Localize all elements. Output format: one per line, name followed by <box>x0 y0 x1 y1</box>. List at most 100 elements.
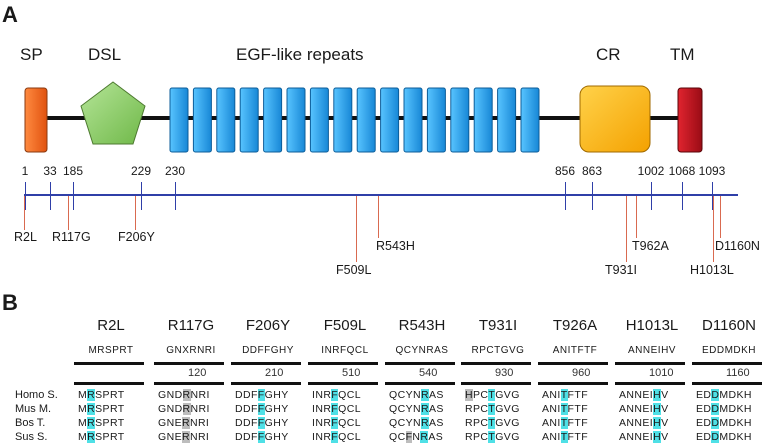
aligned-sequence: INRFQCL <box>312 417 361 429</box>
aligned-sequence: RPCTGVG <box>465 417 520 429</box>
dsl-domain <box>80 81 146 145</box>
aligned-sequence: ANNEIHV <box>619 431 669 443</box>
aligned-sequence: DDFFGHY <box>235 403 289 415</box>
mutation-tick <box>713 196 714 262</box>
egf-repeat <box>356 87 376 153</box>
axis-tick <box>651 182 652 210</box>
aligned-sequence: QCYNRAS <box>389 389 444 401</box>
dsl-label: DSL <box>88 45 122 64</box>
position-label: 856 <box>554 164 576 178</box>
axis-tick <box>592 182 593 210</box>
egf-repeat <box>333 87 353 153</box>
aligned-sequence: MRSPRT <box>78 417 125 429</box>
egf-repeat <box>403 87 423 153</box>
egf-repeat <box>426 87 446 153</box>
species-name: Homo S. <box>15 389 58 401</box>
sp-domain <box>24 87 48 153</box>
reference-sequence: GNXRNRI <box>166 345 216 356</box>
aligned-sequence: EDDMDKH <box>696 417 752 429</box>
egf-repeat <box>192 87 212 153</box>
mutation-column-title: R2L <box>97 317 125 334</box>
aligned-sequence: EDDMDKH <box>696 389 752 401</box>
mutation-column-title: F206Y <box>245 317 291 334</box>
mutation-label: D1160N <box>715 239 760 253</box>
position-label: 1093 <box>698 164 726 178</box>
aligned-sequence: INRFQCL <box>312 403 361 415</box>
residue-number: 210 <box>265 367 284 379</box>
axis-tick <box>50 182 51 210</box>
mutation-label: R117G <box>52 230 91 244</box>
mutation-label: T962A <box>632 239 669 253</box>
mutation-tick <box>68 196 69 230</box>
cr-label: CR <box>596 45 621 64</box>
reference-sequence: INRFQCL <box>321 345 369 356</box>
alignment-bottom-bar <box>692 382 762 385</box>
egf-repeat <box>239 87 259 153</box>
egf-repeat <box>380 87 400 153</box>
alignment-top-bar <box>74 362 144 365</box>
alignment-bottom-bar <box>74 382 144 385</box>
aligned-sequence: GNERNRI <box>158 417 210 429</box>
residue-number: 930 <box>495 367 514 379</box>
position-label: 1068 <box>668 164 696 178</box>
aligned-sequence: DDFFGHY <box>235 389 289 401</box>
aligned-sequence: ANITFTF <box>542 431 589 443</box>
aligned-sequence: GNERNRI <box>158 431 210 443</box>
mutation-tick <box>378 196 379 238</box>
alignment-bottom-bar <box>154 382 224 385</box>
egf-repeat <box>450 87 470 153</box>
aligned-sequence: ANNEIHV <box>619 403 669 415</box>
reference-sequence: EDDMDKH <box>701 345 757 356</box>
alignment-top-bar <box>308 362 378 365</box>
mutation-column-title: F509L <box>323 317 367 334</box>
tm-domain <box>677 87 703 153</box>
mutation-column-title: T926A <box>552 317 598 334</box>
aligned-sequence: RPCTGVG <box>465 403 520 415</box>
mutation-column-title: T931I <box>478 317 518 334</box>
alignment-top-bar <box>615 362 685 365</box>
mutation-column-title: D1160N <box>702 317 756 334</box>
egf-repeat <box>520 87 540 153</box>
alignment-top-bar <box>461 362 531 365</box>
domain-axis <box>24 194 738 196</box>
mutation-label: R2L <box>14 230 37 244</box>
aligned-sequence: MRSPRT <box>78 431 125 443</box>
position-label: 863 <box>581 164 603 178</box>
aligned-sequence: QCFNRAS <box>389 431 444 443</box>
mutation-label: H1013L <box>690 263 734 277</box>
egf-repeat <box>169 87 189 153</box>
mutation-column-title: H1013L <box>625 317 679 334</box>
reference-sequence: QCYNRAS <box>395 345 449 356</box>
mutation-tick <box>135 196 136 230</box>
alignment-bottom-bar <box>385 382 455 385</box>
axis-tick <box>141 182 142 210</box>
panel-a-letter: A <box>2 2 18 27</box>
mutation-tick <box>626 196 627 262</box>
aligned-sequence: RPCTGVG <box>465 431 520 443</box>
position-label: 1002 <box>637 164 665 178</box>
aligned-sequence: QCYNRAS <box>389 403 444 415</box>
sp-label: SP <box>20 45 43 64</box>
reference-sequence: ANITFTF <box>552 345 598 356</box>
axis-tick <box>565 182 566 210</box>
egf-repeat <box>473 87 493 153</box>
egf-repeat <box>216 87 236 153</box>
axis-tick <box>73 182 74 210</box>
position-label: 185 <box>62 164 84 178</box>
aligned-sequence: QCYNRAS <box>389 417 444 429</box>
egf-repeat <box>263 87 283 153</box>
aligned-sequence: ANITFTF <box>542 389 589 401</box>
aligned-sequence: ANITFTF <box>542 417 589 429</box>
species-name: Bos T. <box>15 417 46 429</box>
egf-repeats <box>169 87 540 153</box>
mutation-label: T931I <box>605 263 637 277</box>
tm-label: TM <box>670 45 695 64</box>
aligned-sequence: GNDRNRI <box>158 403 210 415</box>
cr-domain <box>579 85 651 153</box>
alignment-bottom-bar <box>538 382 608 385</box>
alignment-top-bar <box>692 362 762 365</box>
position-label: 229 <box>130 164 152 178</box>
alignment-top-bar <box>385 362 455 365</box>
residue-number: 1010 <box>649 367 674 379</box>
egf-label: EGF-like repeats <box>236 45 364 64</box>
